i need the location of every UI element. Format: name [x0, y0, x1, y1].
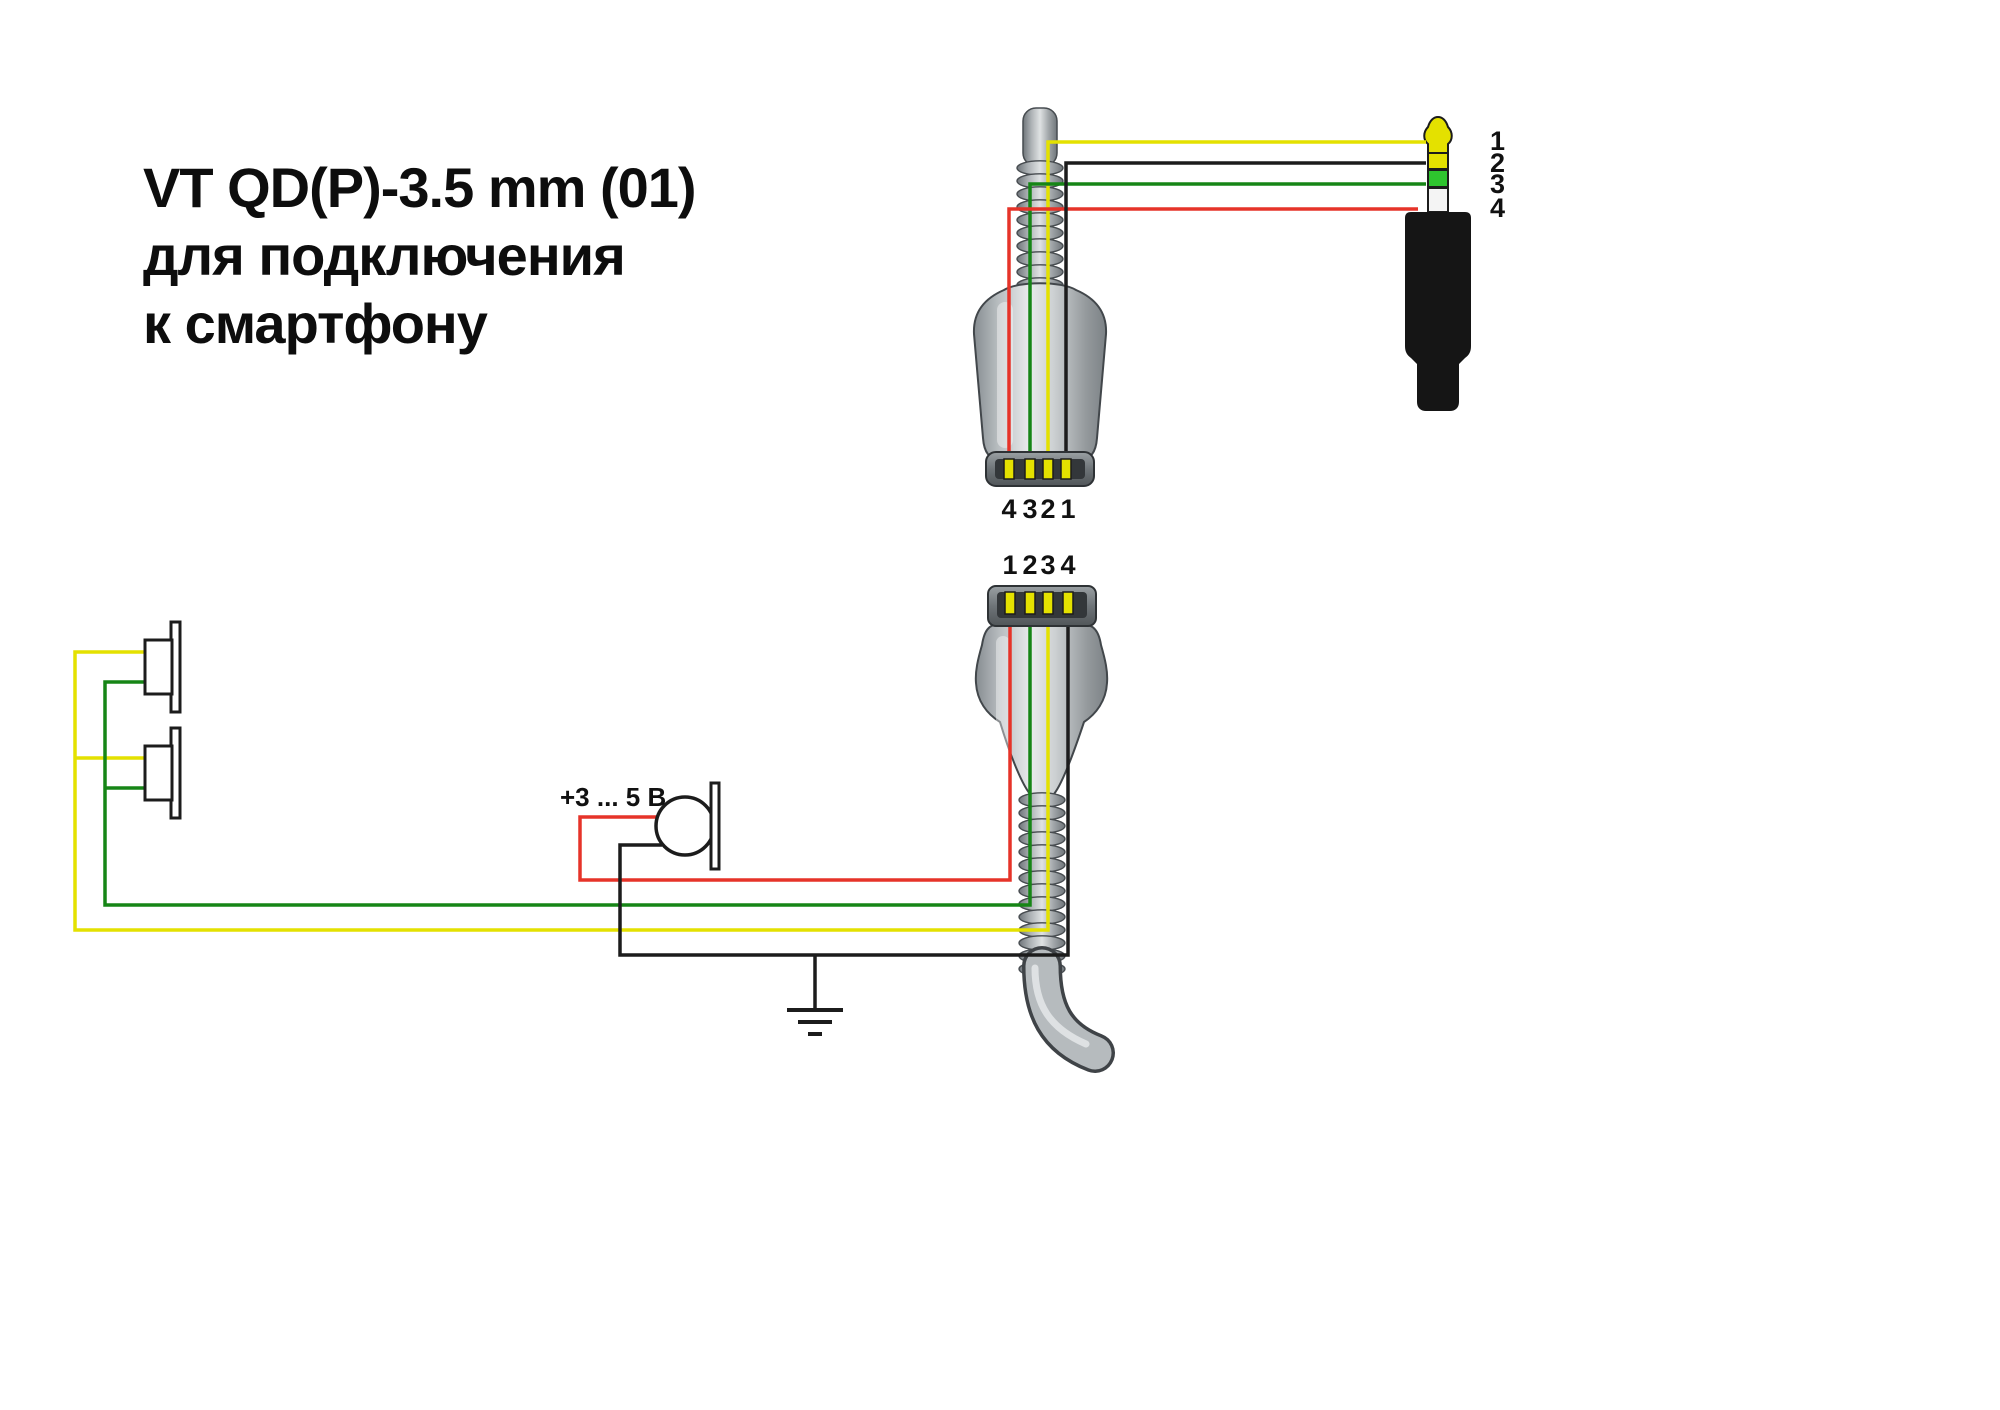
qd-bottom-pin-label-1: 1 [1002, 550, 1017, 580]
cable-rib [1016, 225, 1064, 241]
trrs-tip [1423, 115, 1453, 154]
cable-rib [1016, 212, 1064, 228]
plug-pin-label-3: 3 [1490, 169, 1505, 199]
plug-pin-label-1: 1 [1490, 126, 1505, 156]
ground-symbol [787, 1008, 843, 1036]
plug-pin-label-2: 2 [1490, 148, 1505, 178]
cable-rib [1016, 186, 1064, 202]
cable-rib [1018, 792, 1066, 808]
contact-tab [1042, 591, 1054, 615]
red-wire-to-plug [1007, 207, 1418, 460]
cable-rib [1018, 909, 1066, 925]
red-wire-to-mic [578, 590, 1012, 882]
trrs-ring1-band [1427, 152, 1449, 170]
qd-top-pin-label-1: 1 [1060, 494, 1075, 524]
qd-bottom-contact-face [987, 585, 1097, 627]
cable-rib [1018, 857, 1066, 873]
yellow-wire [73, 140, 1426, 932]
title-line-3: к смартфону [143, 292, 488, 355]
cable-rib [1016, 173, 1064, 189]
black-wire [618, 161, 1426, 1036]
speaker-bottom-magnet [143, 744, 174, 802]
cable-rib [1016, 238, 1064, 254]
qd-bottom-contacts [1004, 591, 1074, 615]
title-line-1: VT QD(P)-3.5 mm (01) [143, 156, 696, 219]
speaker-bottom [143, 726, 182, 820]
red-wire [578, 207, 1418, 882]
plug-pin-label-4: 4 [1490, 193, 1505, 223]
cable-rib [1018, 818, 1066, 834]
contact-tab [1024, 458, 1036, 480]
yellow-wire-to-speaker1 [73, 590, 1050, 932]
microphone [654, 781, 721, 871]
qd-bottom-body [974, 623, 1109, 801]
yellow-wire-to-plug [1046, 140, 1426, 460]
qd-bottom-body-highlight [996, 636, 1010, 754]
qd-bottom-pin-label-3: 3 [1040, 550, 1055, 580]
green-wire-to-speaker1 [103, 590, 1032, 907]
qd-top-pin-label-3: 3 [1022, 494, 1037, 524]
qd-bottom-cable-highlight [1031, 964, 1090, 1048]
contact-tab [1024, 591, 1036, 615]
qd-top-contact-face [985, 451, 1095, 487]
black-wire-to-plug [1064, 161, 1426, 460]
mic-backplate [709, 781, 721, 871]
diagram-title: VT QD(P)-3.5 mm (01) для подключения к с… [143, 156, 697, 355]
cable-rib [1018, 883, 1066, 899]
cable-rib [1016, 251, 1064, 267]
qd-top-cable [1022, 107, 1058, 167]
qd-connector-bottom [974, 623, 1115, 1073]
trrs-plug [1405, 115, 1471, 411]
contact-tab [1042, 458, 1054, 480]
black-wire-to-mic [618, 590, 1070, 957]
qd-top-body [972, 282, 1108, 461]
speaker-top [143, 620, 182, 714]
mic-voltage-label: +3 ... 5 В [560, 782, 666, 812]
plug-pin-labels: 1 2 3 4 [1490, 126, 1505, 223]
contact-tab [1004, 591, 1016, 615]
contact-tab [1060, 458, 1072, 480]
title-line-2: для подключения [143, 224, 625, 287]
qd-top-contacts [1003, 458, 1072, 480]
trrs-tip-group [1423, 115, 1453, 170]
qd-bottom-pin-label-2: 2 [1022, 550, 1037, 580]
cable-rib [1018, 831, 1066, 847]
trrs-ring2-band [1427, 169, 1449, 188]
qd-top-pin-labels: 4 3 2 1 [1001, 494, 1075, 524]
cable-rib [1016, 160, 1064, 176]
cable-rib [1018, 870, 1066, 886]
qd-bottom-pin-labels: 1 2 3 4 [1002, 550, 1075, 580]
trrs-plug-body [1405, 212, 1471, 411]
qd-bottom-pin-label-4: 4 [1060, 550, 1075, 580]
cable-rib [1016, 264, 1064, 280]
green-wire-to-plug [1028, 182, 1426, 460]
green-wire [103, 182, 1426, 907]
qd-connector-top [972, 107, 1108, 461]
qd-top-strain-relief [1016, 160, 1064, 293]
contact-tab [1003, 458, 1015, 480]
speaker-top-magnet [143, 638, 174, 696]
qd-top-pin-label-2: 2 [1040, 494, 1055, 524]
trrs-sleeve-shaft [1427, 187, 1449, 213]
cable-rib [1018, 844, 1066, 860]
cable-rib [1016, 199, 1064, 215]
qd-top-pin-label-4: 4 [1001, 494, 1016, 524]
contact-tab [1062, 591, 1074, 615]
cable-rib [1018, 805, 1066, 821]
